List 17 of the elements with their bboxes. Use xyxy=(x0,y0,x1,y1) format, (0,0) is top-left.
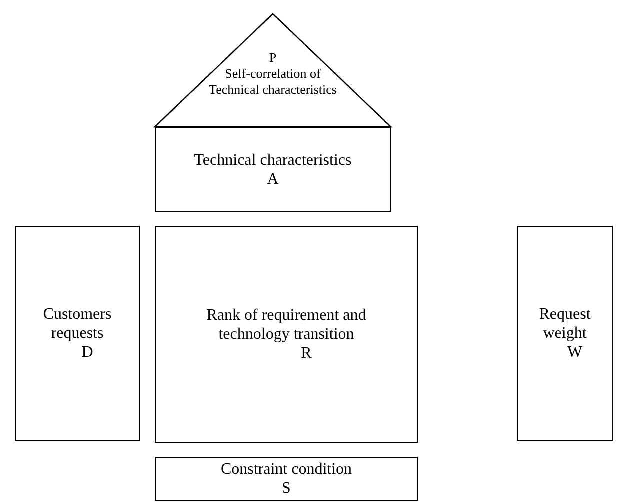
section-label: Technical characteristics xyxy=(194,150,352,170)
section-box xyxy=(517,226,613,441)
section-box xyxy=(155,226,418,443)
section-box xyxy=(155,127,391,212)
letter-label: S xyxy=(282,479,291,498)
section-label: Request weight xyxy=(538,305,592,343)
letter-label: R xyxy=(300,344,312,363)
roof-label: Self-correlation of Technical characteristics xyxy=(208,66,338,98)
letter-label: W xyxy=(566,343,583,362)
section-box xyxy=(15,226,140,441)
letter-label: P xyxy=(269,50,277,66)
section-box xyxy=(155,457,418,501)
section-label: Customers requests xyxy=(42,305,113,343)
letter-label: A xyxy=(267,170,279,188)
section-label: Constraint condition xyxy=(220,460,352,479)
letter-label: D xyxy=(80,343,94,362)
section-label: Rank of requirement and technology transition xyxy=(206,306,368,344)
